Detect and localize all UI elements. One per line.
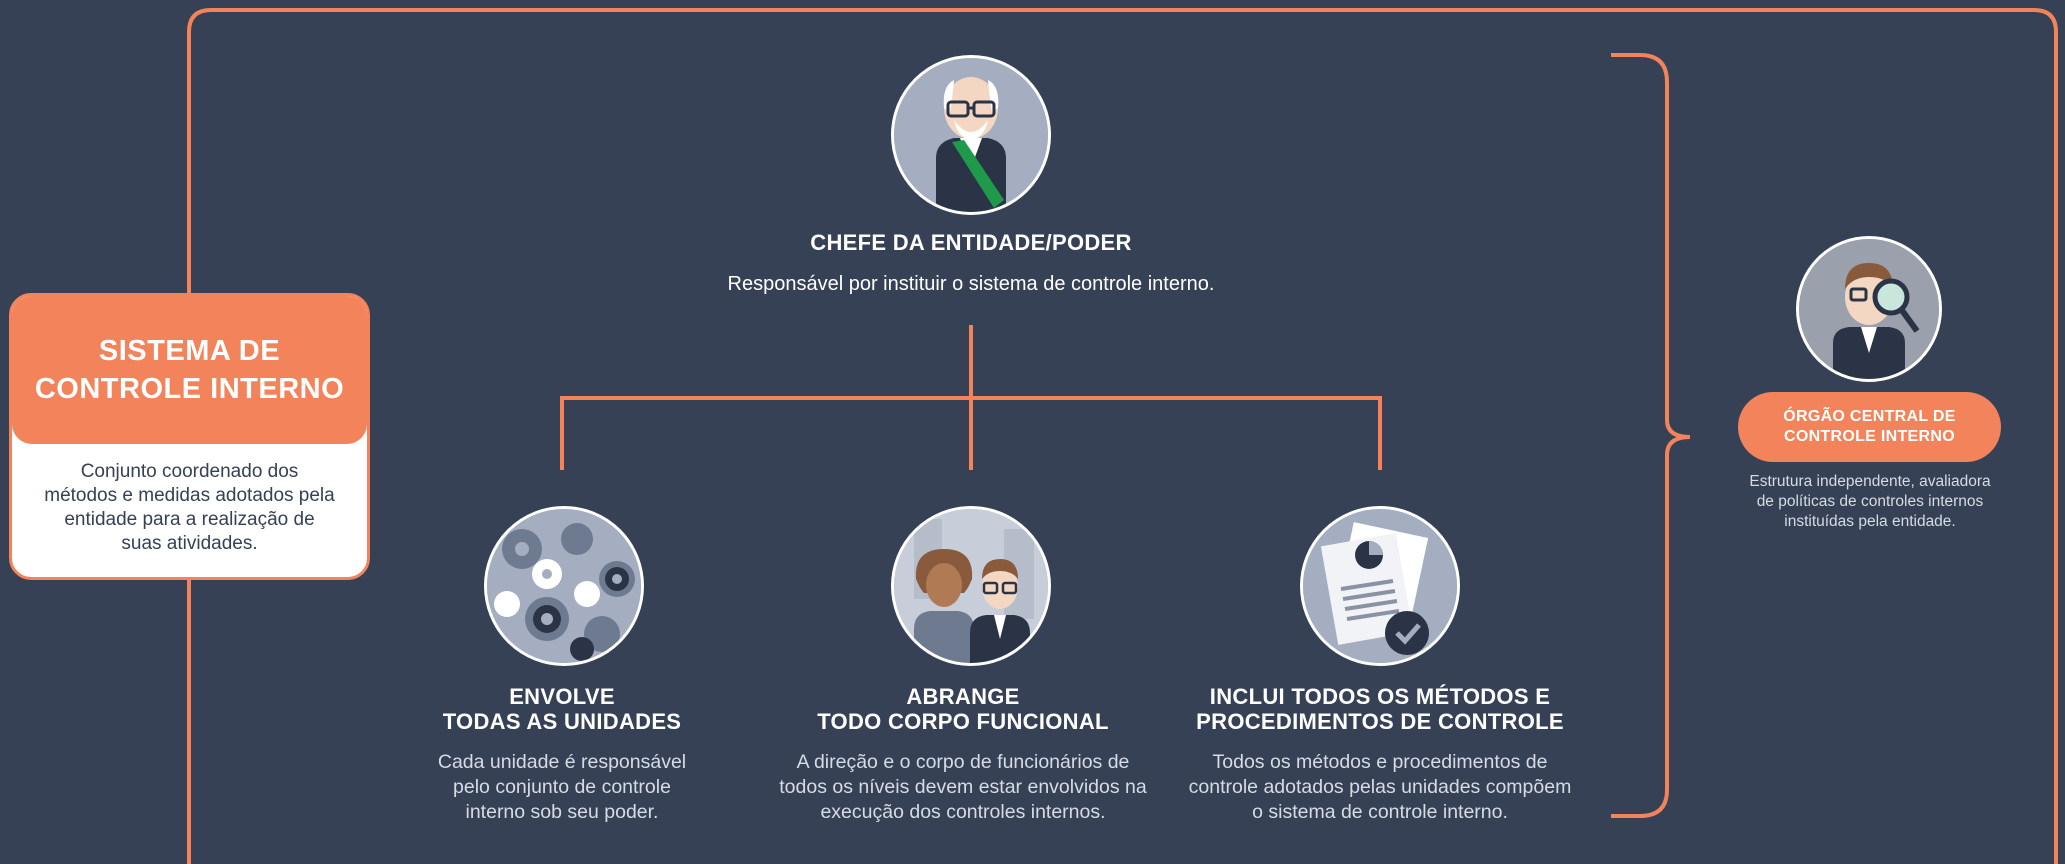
branch-1-description: Cada unidade é responsável pelo conjunto… xyxy=(437,751,687,823)
branch-3-description: Todos os métodos e procedimentos de cont… xyxy=(1188,751,1572,823)
central-organ-title: ÓRGÃO CENTRAL DE CONTROLE INTERNO xyxy=(1738,392,2001,462)
documents-check-icon xyxy=(1300,506,1460,666)
system-title: SISTEMA DE CONTROLE INTERNO xyxy=(12,296,367,444)
chief-portrait-icon xyxy=(891,55,1051,215)
branch-2-title: ABRANGE TODO CORPO FUNCIONAL xyxy=(817,684,1109,734)
auditor-magnifier-icon xyxy=(1796,236,1942,382)
chief-description: Responsável por instituir o sistema de c… xyxy=(727,273,1215,295)
brace-right xyxy=(1611,53,1691,818)
outer-frame xyxy=(187,8,2058,864)
branch-2-description: A direção e o corpo de funcionários de t… xyxy=(779,751,1147,823)
tree-connector xyxy=(560,325,1382,470)
staff-people-icon xyxy=(891,506,1051,666)
central-organ-description: Estrutura independente, avaliadora de po… xyxy=(1749,473,1991,530)
branch-3-title: INCLUI TODOS OS MÉTODOS E PROCEDIMENTOS … xyxy=(1196,684,1564,734)
system-card: SISTEMA DE CONTROLE INTERNO Conjunto coo… xyxy=(9,293,370,580)
chief-title: CHEFE DA ENTIDADE/PODER xyxy=(810,230,1132,255)
branch-1-title: ENVOLVE TODAS AS UNIDADES xyxy=(442,684,682,734)
system-description: Conjunto coordenado dos métodos e medida… xyxy=(44,461,335,554)
gears-icon xyxy=(484,506,644,666)
